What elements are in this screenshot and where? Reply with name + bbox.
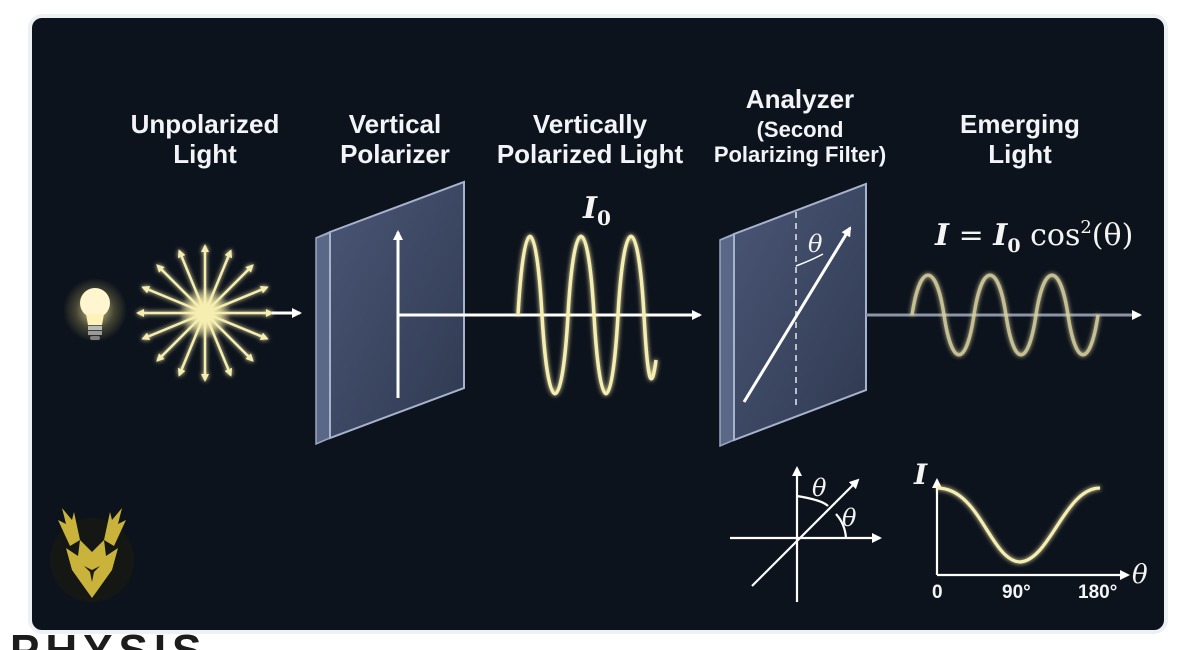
analyzer-theta-label: θ [808, 230, 823, 258]
emerging-wave [910, 273, 1100, 357]
label-analyzer-subtitle: (Second Polarizing Filter) [713, 117, 887, 168]
label-emerging-light: Emerging Light [960, 109, 1080, 169]
label-unpolarized-light: Unpolarized Light [130, 109, 280, 169]
intensity-graph: I θ 0 90° 180° [913, 458, 1148, 603]
logo-text: PHYSIS [10, 626, 207, 650]
angle-axes-inset [730, 466, 882, 602]
vertical-polarizer-filter [315, 180, 465, 446]
malus-law-formula: I = I0 cos2(θ) [934, 217, 1133, 257]
cos-squared-curve [936, 486, 1101, 564]
label-analyzer: Analyzer [745, 84, 855, 114]
deer-logo-icon [50, 508, 134, 602]
graph-tick-90: 90° [1002, 582, 1031, 603]
inset-theta-lower: θ [842, 504, 857, 532]
graph-tick-180: 180° [1078, 582, 1117, 603]
graph-y-axis-label: I [913, 458, 928, 491]
vertically-polarized-wave [516, 234, 658, 396]
graph-x-axis-label: θ [1132, 560, 1148, 590]
analyzer-filter: θ [719, 182, 867, 448]
light-bulb-icon [63, 278, 127, 342]
label-vertical-polarizer: Vertical Polarizer [340, 109, 450, 169]
intensity-i0-label: I0 [582, 191, 611, 230]
inset-theta-upper: θ [812, 474, 827, 502]
label-vertically-polarized-light: Vertically Polarized Light [496, 109, 684, 169]
graph-tick-0: 0 [932, 582, 943, 603]
unpolarized-vectors [136, 244, 274, 382]
